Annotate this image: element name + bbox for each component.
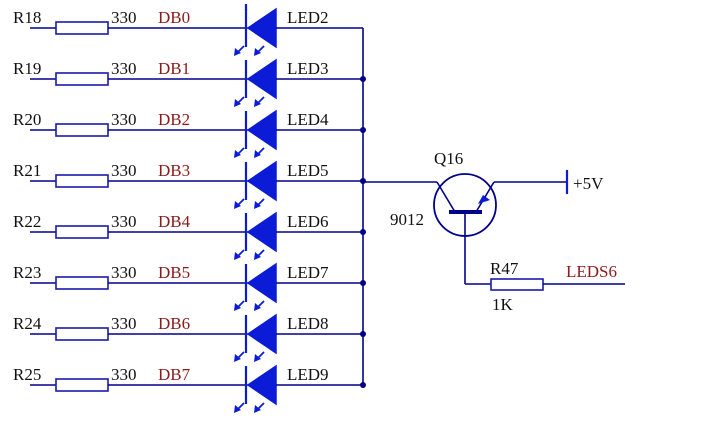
resistor: [55, 378, 109, 392]
net-label: DB7: [158, 365, 191, 384]
resistor: [55, 174, 109, 188]
led-icon: [234, 7, 277, 56]
led-icon: [234, 58, 277, 107]
resistor-ref: R22: [13, 212, 41, 231]
led-channel: R22 330 DB4 LED6: [13, 211, 366, 260]
resistor: [55, 276, 109, 290]
led-ref: LED6: [287, 212, 329, 231]
transistor-part: 9012: [390, 210, 424, 229]
net-label: DB2: [158, 110, 190, 129]
resistor-ref: R18: [13, 8, 41, 27]
resistor-value: 330: [111, 161, 137, 180]
led-ref: LED3: [287, 59, 329, 78]
resistor-value: 330: [111, 110, 137, 129]
resistor-value: 330: [111, 314, 137, 333]
net-label: DB6: [158, 314, 190, 333]
resistor-value: 330: [111, 263, 137, 282]
led-channel: R23 330 DB5 LED7: [13, 262, 366, 311]
resistor-ref: R20: [13, 110, 41, 129]
resistor-ref: R25: [13, 365, 41, 384]
led-channel: R18 330 DB0 LED2: [13, 7, 363, 56]
net-label: DB3: [158, 161, 190, 180]
led-ref: LED4: [287, 110, 329, 129]
resistor-ref: R21: [13, 161, 41, 180]
led-channel: R21 330 DB3 LED5: [13, 160, 366, 209]
resistor-value: 330: [111, 59, 137, 78]
supply-label: +5V: [573, 174, 604, 193]
led-ref: LED2: [287, 8, 329, 27]
led-icon: [234, 160, 277, 209]
net-label: DB0: [158, 8, 190, 27]
led-ref: LED9: [287, 365, 329, 384]
led-channel: R24 330 DB6 LED8: [13, 313, 366, 362]
resistor-ref: R24: [13, 314, 42, 333]
resistor-ref: R23: [13, 263, 41, 282]
resistor-value: 330: [111, 8, 137, 27]
led-ref: LED5: [287, 161, 329, 180]
net-label: DB5: [158, 263, 190, 282]
resistor: [55, 123, 109, 137]
base-resistor-value: 1K: [492, 295, 514, 314]
net-label: DB4: [158, 212, 191, 231]
resistor: [55, 72, 109, 86]
led-icon: [234, 109, 277, 158]
led-channel: R19 330 DB1 LED3: [13, 58, 366, 107]
transistor-ref: Q16: [434, 149, 463, 168]
led-icon: [234, 211, 277, 260]
led-channel: R20 330 DB2 LED4: [13, 109, 366, 158]
pnp-transistor-icon: [433, 173, 497, 284]
net-label: DB1: [158, 59, 190, 78]
control-net-label: LEDS6: [566, 262, 617, 281]
base-resistor-ref: R47: [490, 259, 519, 278]
led-ref: LED7: [287, 263, 329, 282]
led-channel: R25 330 DB7 LED9: [13, 364, 366, 413]
resistor-value: 330: [111, 212, 137, 231]
led-icon: [234, 262, 277, 311]
resistor-value: 330: [111, 365, 137, 384]
led-ref: LED8: [287, 314, 329, 333]
led-icon: [234, 364, 277, 413]
resistor: [55, 21, 109, 35]
resistor-ref: R19: [13, 59, 41, 78]
resistor: [55, 327, 109, 341]
base-resistor: [490, 278, 544, 291]
led-icon: [234, 313, 277, 362]
resistor: [55, 225, 109, 239]
